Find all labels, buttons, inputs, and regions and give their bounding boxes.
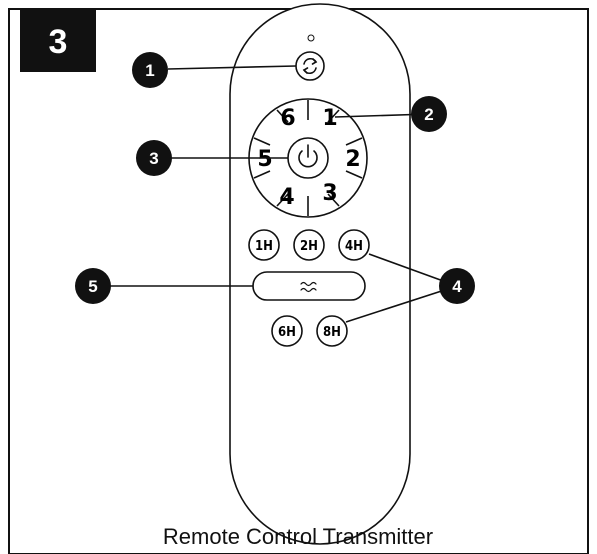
speed-label-4: 4 bbox=[279, 185, 294, 210]
breeze-button[interactable] bbox=[252, 271, 366, 301]
svg-text:3: 3 bbox=[149, 149, 158, 168]
timer-button-4h[interactable]: 4H bbox=[338, 229, 370, 261]
svg-text:1: 1 bbox=[145, 61, 154, 80]
svg-text:2: 2 bbox=[424, 105, 433, 124]
timer-button-1h[interactable]: 1H bbox=[248, 229, 280, 261]
callout-5: 5 bbox=[75, 268, 111, 304]
timer-label-2h: 2H bbox=[300, 239, 318, 254]
timer-button-6h[interactable]: 6H bbox=[271, 315, 303, 347]
timer-label-8h: 8H bbox=[323, 325, 341, 340]
speed-label-6: 6 bbox=[280, 106, 295, 131]
callout-2: 2 bbox=[411, 96, 447, 132]
speed-label-5: 5 bbox=[257, 147, 272, 172]
timer-button-2h[interactable]: 2H bbox=[293, 229, 325, 261]
callout-4: 4 bbox=[439, 268, 475, 304]
reverse-direction-icon bbox=[302, 58, 318, 74]
step-badge: 3 bbox=[20, 10, 96, 72]
timer-label-4h: 4H bbox=[345, 239, 363, 254]
power-icon bbox=[298, 144, 318, 168]
step-number: 3 bbox=[49, 23, 68, 61]
timer-button-8h[interactable]: 8H bbox=[316, 315, 348, 347]
callout-3: 3 bbox=[136, 140, 172, 176]
timer-buttons: 1H 2H 4H 6H 8H bbox=[248, 229, 370, 347]
speed-label-1: 1 bbox=[322, 106, 337, 131]
timer-label-1h: 1H bbox=[255, 239, 273, 254]
callout-1: 1 bbox=[132, 52, 168, 88]
svg-text:4: 4 bbox=[452, 277, 462, 296]
timer-label-6h: 6H bbox=[278, 325, 296, 340]
indicator-led bbox=[307, 34, 315, 42]
speed-dial-ticks bbox=[253, 100, 363, 216]
speed-label-2: 2 bbox=[345, 147, 360, 172]
reverse-button[interactable] bbox=[295, 51, 325, 81]
speed-label-3: 3 bbox=[322, 181, 337, 206]
svg-text:5: 5 bbox=[88, 277, 97, 296]
power-button[interactable] bbox=[287, 137, 329, 179]
breeze-wave-icon bbox=[300, 281, 317, 293]
figure-caption: Remote Control Transmitter bbox=[163, 524, 433, 549]
